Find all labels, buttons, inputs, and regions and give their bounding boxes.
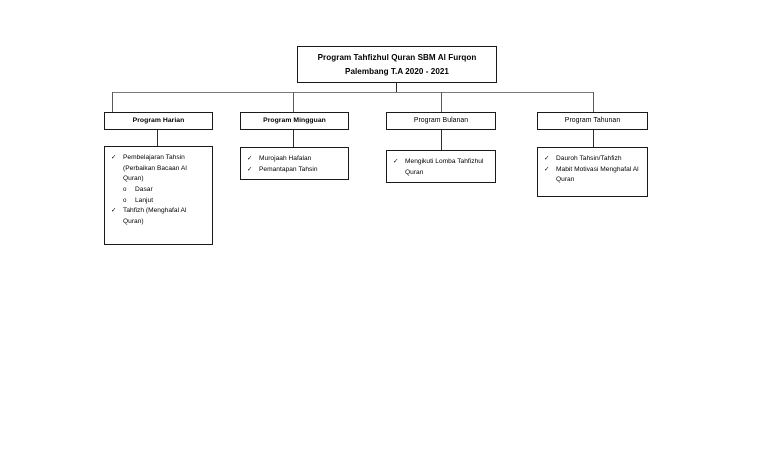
root-title-line-1: Program Tahfizhul Quran SBM Al Furqon [317, 52, 477, 62]
root-title-box: Program Tahfizhul Quran SBM Al Furqon Pa… [297, 46, 497, 83]
checkmark-icon: ✓ [544, 155, 550, 162]
sub-list-item-label: Dasar [135, 186, 153, 194]
connector-drop-branch-2 [293, 92, 295, 112]
list-item: ✓ Tahfizh (Menghafal Al Quran) [111, 206, 207, 227]
connector-drop-branch-3 [441, 92, 443, 112]
branch-header-box-1[interactable]: Program Harian [104, 112, 213, 130]
branch-header-label-1: Program Harian [132, 116, 185, 124]
branch-header-label-4: Program Tahunan [564, 116, 621, 124]
connector-drop-branch-1 [112, 92, 114, 112]
list-item: ✓ Pemantapan Tahsin [247, 165, 343, 176]
list-item-label: Pembelajaran Tahsin (Perbaikan Bacaan Al… [123, 154, 187, 183]
list-item: ✓ Dauroh Tahsin/Tahfizh [544, 154, 642, 165]
checkmark-icon: ✓ [111, 207, 117, 215]
connector-horizontal-bus [112, 92, 594, 94]
branch-header-label-2: Program Mingguan [263, 116, 326, 124]
branch-content-box-3: ✓ Mengikuti Lomba Tahfizhul Quran [386, 150, 496, 183]
list-item-label: Dauroh Tahsin/Tahfizh [556, 155, 622, 162]
checkmark-icon: ✓ [544, 165, 550, 173]
branch-content-box-4: ✓ Dauroh Tahsin/Tahfizh ✓ Mabit Motivasi… [537, 147, 648, 197]
circle-bullet-icon: o [123, 196, 127, 204]
checkmark-icon: ✓ [247, 155, 253, 162]
branch-header-label-3: Program Bulanan [413, 116, 469, 124]
list-item-label: Mengikuti Lomba Tahfizhul Quran [405, 158, 484, 176]
list-item-label: Pemantapan Tahsin [259, 165, 318, 173]
connector-root-to-bus [396, 83, 398, 93]
connector-header-to-content-1 [157, 130, 159, 146]
list-item: ✓ Murojaah Hafalan [247, 154, 343, 165]
circle-bullet-icon: o [123, 186, 127, 194]
connector-drop-branch-4 [593, 92, 595, 112]
list-item: ✓ Mengikuti Lomba Tahfizhul Quran [393, 157, 490, 178]
checkmark-icon: ✓ [111, 154, 117, 161]
branch-header-box-2[interactable]: Program Mingguan [240, 112, 349, 130]
list-item: ✓ Pembelajaran Tahsin (Perbaikan Bacaan … [111, 153, 207, 185]
list-item-label: Tahfizh (Menghafal Al Quran) [123, 207, 187, 226]
list-item-label: Mabit Motivasi Menghafal Al Quran [556, 165, 639, 184]
sub-list-item-label: Lanjut [135, 196, 154, 204]
bullet-list-1: ✓ Pembelajaran Tahsin (Perbaikan Bacaan … [111, 153, 207, 228]
branch-header-box-4[interactable]: Program Tahunan [537, 112, 648, 130]
sub-list-1: o Dasar o Lanjut [111, 185, 207, 206]
bullet-list-2: ✓ Murojaah Hafalan ✓ Pemantapan Tahsin [247, 154, 343, 175]
checkmark-icon: ✓ [247, 165, 253, 173]
branch-content-box-2: ✓ Murojaah Hafalan ✓ Pemantapan Tahsin [240, 147, 349, 180]
list-item-label: Murojaah Hafalan [259, 155, 312, 162]
bullet-list-3: ✓ Mengikuti Lomba Tahfizhul Quran [393, 157, 490, 178]
bullet-list-4: ✓ Dauroh Tahsin/Tahfizh ✓ Mabit Motivasi… [544, 154, 642, 186]
connector-header-to-content-3 [441, 130, 443, 150]
list-item: ✓ Mabit Motivasi Menghafal Al Quran [544, 165, 642, 186]
checkmark-icon: ✓ [393, 158, 399, 165]
branch-content-box-1: ✓ Pembelajaran Tahsin (Perbaikan Bacaan … [104, 146, 213, 245]
sub-list-item: o Lanjut [111, 196, 207, 207]
sub-list-wrapper: o Dasar o Lanjut [111, 185, 207, 206]
root-title-line-2: Palembang T.A 2020 - 2021 [345, 66, 449, 76]
connector-header-to-content-4 [593, 130, 595, 147]
sub-list-item: o Dasar [111, 185, 207, 196]
branch-header-box-3[interactable]: Program Bulanan [386, 112, 496, 130]
connector-header-to-content-2 [293, 130, 295, 147]
